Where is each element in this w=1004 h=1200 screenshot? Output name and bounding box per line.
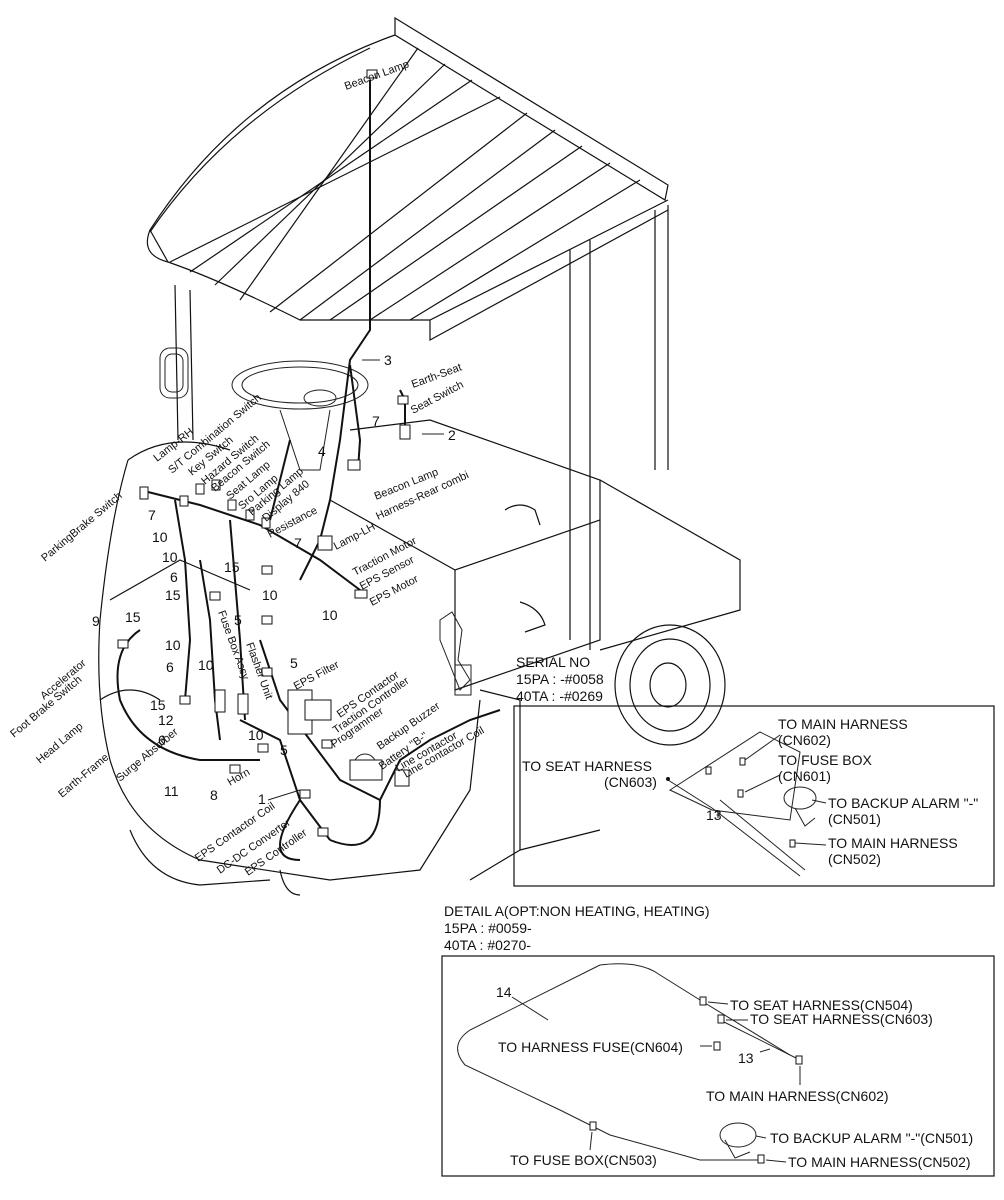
callout-10g: 10 xyxy=(248,727,264,743)
lift-lever xyxy=(439,611,472,696)
callout-10f: 10 xyxy=(198,657,214,673)
label-earth-frame: Earth-Frame xyxy=(56,751,111,800)
callout-7b: 7 xyxy=(148,507,156,523)
inset1-cn601: (CN601) xyxy=(778,768,831,784)
inset-detail-a: 14 13 TO SEAT HARNESS(CN504) TO SEAT HAR… xyxy=(441,955,995,1177)
callout-10d: 10 xyxy=(322,607,338,623)
inset1-cn603: (CN603) xyxy=(604,774,657,790)
callout-10c: 10 xyxy=(262,587,278,603)
component-labels: Beacon Lamp Earth-Seat Seat Switch Beaco… xyxy=(8,58,486,878)
inset2-seat-cn504: TO SEAT HARNESS(CN504) xyxy=(730,997,913,1013)
connectors xyxy=(117,69,411,837)
callout-15d: 15 xyxy=(150,697,166,713)
callout-4: 4 xyxy=(318,443,326,459)
serial-number-block: SERIAL NO 15PA : -#0058 40TA : -#0269 xyxy=(516,654,604,704)
forklift-drawing: A xyxy=(98,16,741,896)
inset2-fusebox-cn503: TO FUSE BOX(CN503) xyxy=(510,1152,657,1168)
callout-7a: 7 xyxy=(372,413,380,429)
detail-title-line-2: 15PA : #0059- xyxy=(444,920,532,936)
inset2-callout-14: 14 xyxy=(496,984,512,1000)
inset1-callout-13: 13 xyxy=(706,807,722,823)
serial-line-1: 15PA : -#0058 xyxy=(516,671,604,687)
inset2-main-cn502: TO MAIN HARNESS(CN502) xyxy=(788,1154,971,1170)
serial-title: SERIAL NO xyxy=(516,654,590,670)
inset-serial-harness: TO MAIN HARNESS (CN602) TO FUSE BOX (CN6… xyxy=(513,705,995,887)
callout-10b: 10 xyxy=(162,549,178,565)
callout-10e: 10 xyxy=(165,637,181,653)
callout-5c: 5 xyxy=(280,742,288,758)
inset1-cn502: (CN502) xyxy=(828,851,881,867)
callout-15b: 15 xyxy=(165,587,181,603)
detail-title-line-1: DETAIL A(OPT:NON HEATING, HEATING) xyxy=(444,903,710,919)
label-lamp-lh: Lamp-LH xyxy=(332,521,378,553)
inset2-backup-cn501: TO BACKUP ALARM "-"(CN501) xyxy=(770,1130,973,1146)
overhead-guard xyxy=(146,16,669,650)
inset1-to-fuse-box: TO FUSE BOX xyxy=(778,752,873,768)
callout-8: 8 xyxy=(210,787,218,803)
callout-6a: 6 xyxy=(170,569,178,585)
label-parking-brake: ParkingBrake Switch xyxy=(39,490,124,564)
callout-6b: 6 xyxy=(166,659,174,675)
inset1-to-main-cn502: TO MAIN HARNESS xyxy=(828,835,958,851)
callout-11: 11 xyxy=(164,783,179,799)
label-surge-absorber: Surge Absorber xyxy=(114,726,181,785)
detail-a-title: DETAIL A(OPT:NON HEATING, HEATING) 15PA … xyxy=(444,903,710,953)
callout-9: 9 xyxy=(92,613,100,629)
inset2-seat-cn603: TO SEAT HARNESS(CN603) xyxy=(750,1011,933,1027)
callout-5b: 5 xyxy=(290,655,298,671)
inset2-main-cn602: TO MAIN HARNESS(CN602) xyxy=(706,1088,889,1104)
callout-6c: 6 xyxy=(158,732,166,748)
inset1-to-main-cn602: TO MAIN HARNESS xyxy=(778,716,908,732)
inset1-to-backup: TO BACKUP ALARM "-" xyxy=(828,795,978,811)
callout-numbers: 3 2 7 4 7 10 10 6 7 15 15 10 10 9 15 5 1… xyxy=(92,352,456,807)
inset1-to-seat: TO SEAT HARNESS xyxy=(522,758,652,774)
detail-title-line-3: 40TA : #0270- xyxy=(444,937,531,953)
label-eps-filter: EPS Filter xyxy=(292,659,342,693)
serial-line-2: 40TA : -#0269 xyxy=(516,688,603,704)
label-beacon-lamp-top: Beacon Lamp xyxy=(343,58,411,92)
inset2-callout-13: 13 xyxy=(738,1050,754,1066)
callout-7c: 7 xyxy=(294,535,302,551)
callout-15c: 15 xyxy=(125,609,141,625)
inset1-cn602: (CN602) xyxy=(778,732,831,748)
callout-10a: 10 xyxy=(152,529,168,545)
truck-body xyxy=(98,419,741,896)
label-horn: Horn xyxy=(226,766,253,788)
callout-12: 12 xyxy=(158,712,174,728)
label-head-lamp: Head Lamp xyxy=(34,721,85,767)
callout-15a: 15 xyxy=(224,559,240,575)
side-mirror xyxy=(159,347,189,399)
inset1-cn501: (CN501) xyxy=(828,811,881,827)
callout-1: 1 xyxy=(258,791,266,807)
callout-2: 2 xyxy=(448,427,456,443)
inset2-fuse-cn604: TO HARNESS FUSE(CN604) xyxy=(498,1039,683,1055)
callout-3: 3 xyxy=(384,352,392,368)
callout-5a: 5 xyxy=(234,612,242,628)
